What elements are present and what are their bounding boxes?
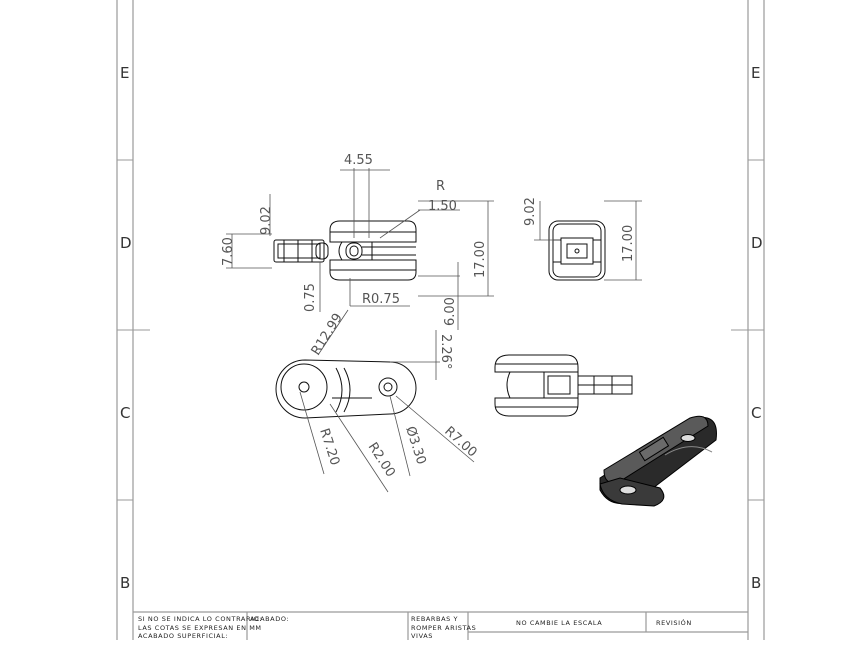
tb-rebabas-2: ROMPER ARISTAS: [411, 624, 477, 632]
zone-label-right-c: C: [751, 404, 762, 422]
tb-note-3: ACABADO SUPERFICIAL:: [138, 632, 229, 640]
tb-rebabas-1: REBARBAS Y: [411, 615, 459, 623]
tb-note-1: SI NO SE INDICA LO CONTRARIO:: [138, 615, 262, 623]
dim-r-2-00: R2.00: [365, 440, 398, 480]
side-view: [548, 220, 606, 281]
tb-revision: REVISIÓN: [656, 619, 692, 627]
dim-r-12-99: R12.99: [309, 311, 346, 358]
dim-r-label: R: [436, 179, 445, 194]
right-view: [494, 354, 633, 417]
zone-label-left-c: C: [120, 404, 131, 422]
title-block: [133, 611, 748, 640]
zone-label-left-b: B: [120, 574, 131, 592]
zone-label-left-d: D: [120, 234, 132, 252]
dim-17-00-side: 17.00: [621, 225, 636, 262]
tb-rebabas-3: VIVAS: [411, 632, 433, 640]
dim-9-02-side: 9.02: [523, 197, 538, 226]
dim-r-7-00: R7.00: [441, 424, 479, 461]
zone-label-left-e: E: [120, 64, 130, 82]
dim-r-1-50: 1.50: [428, 199, 457, 214]
dim-4-55: 4.55: [344, 153, 373, 168]
dim-r-0-75: R0.75: [362, 292, 400, 307]
dim-7-60: 7.60: [221, 237, 236, 266]
top-view: [275, 359, 417, 419]
tb-acabado: ACABADO:: [250, 615, 290, 623]
zone-label-right-e: E: [751, 64, 761, 82]
zone-label-right-b: B: [751, 574, 762, 592]
zone-label-right-d: D: [751, 234, 763, 252]
dim-6-00: 6.00: [443, 297, 458, 326]
dim-0-75: 0.75: [303, 283, 318, 312]
dim-17-00-front: 17.00: [473, 241, 488, 278]
front-view: [273, 220, 417, 281]
tb-no-cambie-escala: NO CAMBIE LA ESCALA: [516, 619, 603, 627]
dimension-lines: [226, 168, 642, 493]
dim-angle-2-26: 2.26°: [438, 334, 453, 369]
isometric-view: [599, 415, 717, 507]
sheet-border: [116, 0, 765, 640]
dim-9-02-front: 9.02: [259, 206, 274, 235]
tb-note-2: LAS COTAS SE EXPRESAN EN MM: [138, 624, 262, 632]
